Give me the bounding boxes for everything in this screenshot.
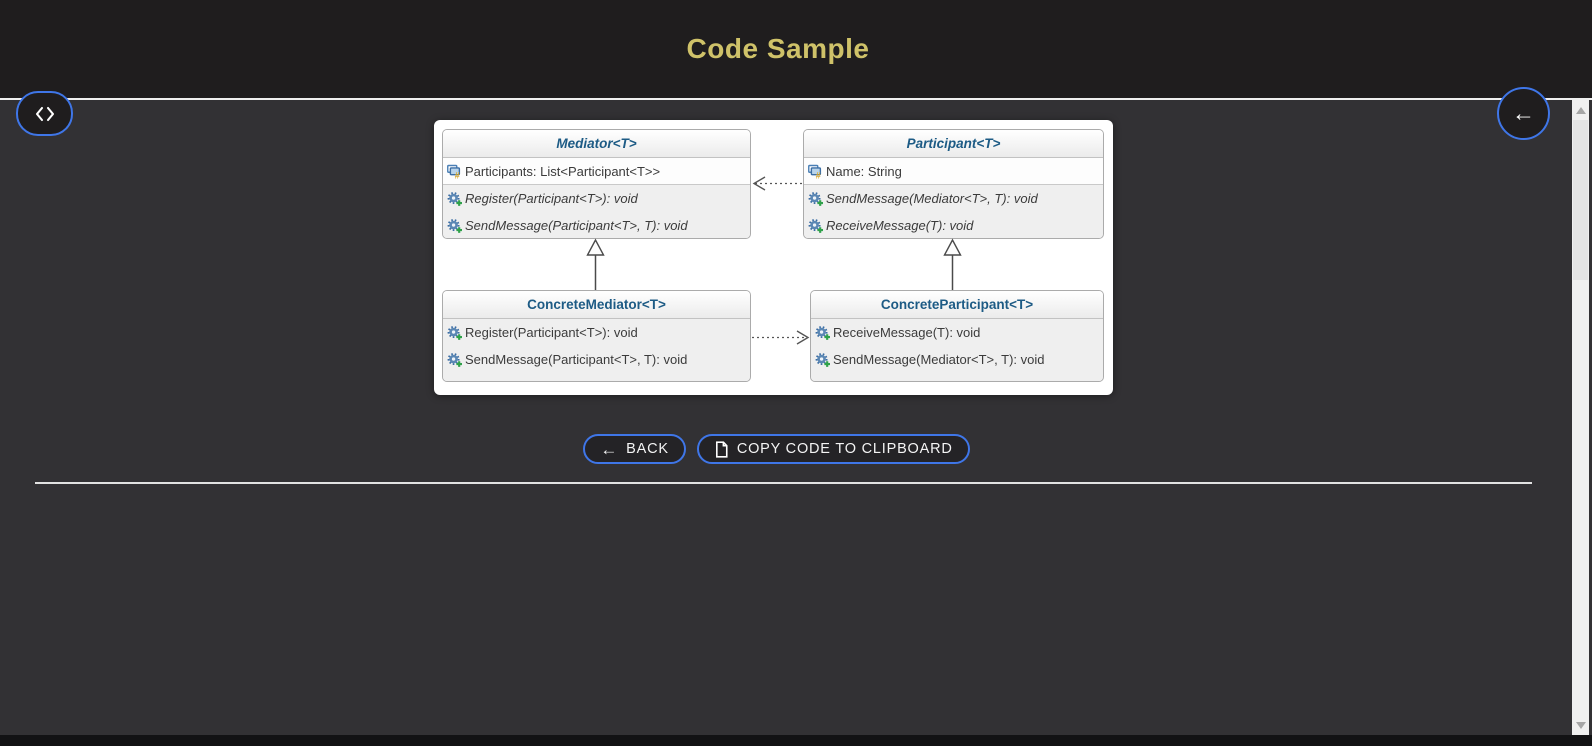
class-title: Participant<T> — [804, 130, 1103, 158]
class-title: Mediator<T> — [443, 130, 750, 158]
actions-row: ← BACK COPY CODE TO CLIPBOARD — [0, 434, 1553, 464]
scrollbar-down-button[interactable] — [1572, 717, 1589, 733]
method-row: SendMessage(Mediator<T>, T): void — [811, 346, 1103, 373]
back-button-label: BACK — [626, 441, 669, 457]
down-triangle-icon — [1575, 721, 1586, 729]
methods-section: Register(Participant<T>): void SendMessa… — [443, 319, 750, 381]
method-icon — [447, 191, 462, 206]
class-box-mediator: Mediator<T> Participants: List<Participa… — [442, 129, 751, 239]
method-icon — [447, 325, 462, 340]
back-button[interactable]: ← BACK — [583, 434, 686, 464]
hollow-triangle-arrowhead — [943, 238, 962, 256]
header: Code Sample — [0, 0, 1592, 100]
methods-section: SendMessage(Mediator<T>, T): void Receiv… — [804, 185, 1103, 238]
method-text: ReceiveMessage(T): void — [826, 218, 974, 233]
method-row: Register(Participant<T>): void — [443, 319, 750, 346]
uml-diagram-panel: Mediator<T> Participants: List<Participa… — [434, 120, 1113, 395]
vertical-scrollbar[interactable] — [1572, 100, 1589, 735]
class-box-participant: Participant<T> Name: String SendMessage(… — [803, 129, 1104, 239]
class-title: ConcreteMediator<T> — [443, 291, 750, 319]
method-icon — [815, 325, 830, 340]
method-row: Register(Participant<T>): void — [443, 185, 750, 212]
up-triangle-icon — [1575, 106, 1586, 114]
method-row: SendMessage(Participant<T>, T): void — [443, 346, 750, 373]
method-text: SendMessage(Mediator<T>, T): void — [833, 352, 1045, 367]
method-text: ReceiveMessage(T): void — [833, 325, 981, 340]
back-round-button[interactable]: ← — [1497, 87, 1550, 140]
attribute-text: Name: String — [826, 163, 902, 179]
method-text: Register(Participant<T>): void — [465, 325, 638, 340]
copy-code-button[interactable]: COPY CODE TO CLIPBOARD — [696, 434, 970, 464]
method-icon — [447, 218, 462, 233]
document-icon — [714, 441, 729, 458]
methods-section: Register(Participant<T>): void SendMessa… — [443, 185, 750, 238]
page-title: Code Sample — [686, 33, 870, 64]
methods-section: ReceiveMessage(T): void SendMessage(Medi… — [811, 319, 1103, 381]
scrollbar-thumb[interactable] — [1573, 120, 1588, 280]
bottom-edge-bar — [0, 735, 1592, 746]
left-arrow-icon: ← — [1512, 100, 1535, 126]
code-brackets-icon — [35, 106, 54, 121]
class-title: ConcreteParticipant<T> — [811, 291, 1103, 319]
attribute-text: Participants: List<Participant<T>> — [465, 163, 661, 179]
left-arrow-icon: ← — [600, 439, 619, 459]
method-row: ReceiveMessage(T): void — [804, 212, 1103, 238]
scrollbar-up-button[interactable] — [1572, 102, 1589, 118]
hollow-triangle-arrowhead — [586, 238, 605, 256]
method-text: SendMessage(Participant<T>, T): void — [465, 352, 688, 367]
method-icon — [808, 218, 823, 233]
method-text: SendMessage(Participant<T>, T): void — [465, 218, 688, 233]
method-text: SendMessage(Mediator<T>, T): void — [826, 191, 1038, 206]
horizontal-divider — [35, 482, 1532, 484]
open-arrowhead-left — [752, 176, 766, 191]
method-row: SendMessage(Participant<T>, T): void — [443, 212, 750, 238]
method-row: SendMessage(Mediator<T>, T): void — [804, 185, 1103, 212]
method-text: Register(Participant<T>): void — [465, 191, 638, 206]
field-icon — [808, 164, 823, 179]
field-icon — [447, 164, 462, 179]
method-icon — [815, 352, 830, 367]
open-arrowhead-right — [796, 330, 810, 345]
attribute-row: Name: String — [804, 158, 1103, 185]
view-code-button[interactable] — [16, 91, 73, 136]
attribute-row: Participants: List<Participant<T>> — [443, 158, 750, 185]
method-icon — [447, 352, 462, 367]
class-box-concrete-participant: ConcreteParticipant<T> ReceiveMessage(T)… — [810, 290, 1104, 382]
copy-button-label: COPY CODE TO CLIPBOARD — [736, 441, 953, 457]
class-box-concrete-mediator: ConcreteMediator<T> Register(Participant… — [442, 290, 751, 382]
method-row: ReceiveMessage(T): void — [811, 319, 1103, 346]
method-icon — [808, 191, 823, 206]
